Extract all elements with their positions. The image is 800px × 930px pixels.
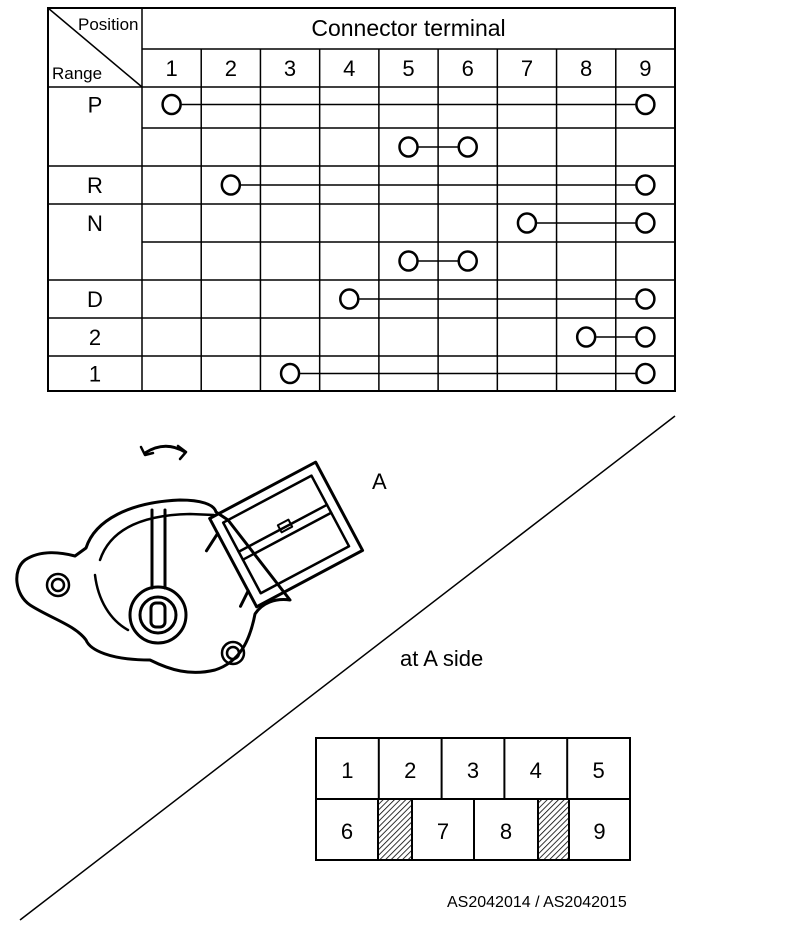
- switch-drawing: [15, 444, 365, 674]
- face-terminal-label: 2: [404, 758, 416, 783]
- connector-face: 1 2 3 4 5 6 7 8 9: [315, 737, 631, 861]
- continuity-mark: [220, 174, 242, 196]
- rotate-arrow-icon: [139, 444, 188, 461]
- face-terminal-label: 3: [467, 758, 479, 783]
- switch-body: [15, 498, 292, 674]
- continuity-mark: [635, 174, 656, 196]
- figure-id: AS2042014 / AS2042015: [447, 894, 627, 911]
- range-label: 2: [89, 325, 101, 350]
- range-label: R: [87, 173, 103, 198]
- terminal-number: 4: [343, 56, 355, 81]
- continuity-mark: [635, 93, 656, 116]
- face-terminal-label: 7: [437, 819, 449, 844]
- side-label: at A side: [400, 646, 483, 671]
- range-label: N: [87, 211, 103, 236]
- face-terminal-label: 8: [500, 819, 512, 844]
- terminal-number: 1: [165, 56, 177, 81]
- header-position: Position: [78, 15, 138, 34]
- view-label-a: A: [372, 469, 387, 494]
- continuity-mark: [575, 326, 597, 348]
- header-range: Range: [52, 64, 102, 83]
- terminal-number: 2: [225, 56, 237, 81]
- terminal-number: 9: [639, 56, 651, 81]
- face-terminal-label: 1: [341, 758, 353, 783]
- continuity-mark: [398, 250, 419, 272]
- terminal-number: 7: [521, 56, 533, 81]
- blank-cavity: [537, 798, 570, 861]
- continuity-mark: [457, 136, 478, 158]
- terminal-number: 8: [580, 56, 592, 81]
- range-label: D: [87, 287, 103, 312]
- continuity-mark: [398, 136, 419, 158]
- face-terminal-label: 5: [592, 758, 604, 783]
- connector-housing: [204, 460, 365, 609]
- range-label: P: [88, 93, 103, 118]
- range-label: 1: [89, 362, 101, 387]
- face-terminal-label: 9: [593, 819, 605, 844]
- continuity-mark: [635, 326, 656, 348]
- continuity-mark: [279, 362, 301, 385]
- header-connector-terminal: Connector terminal: [311, 15, 505, 41]
- face-terminal-label: 6: [341, 819, 353, 844]
- divider-line: [19, 415, 676, 921]
- table-border: [47, 7, 676, 392]
- terminal-number: 3: [284, 56, 296, 81]
- face-terminal-label: 4: [530, 758, 542, 783]
- continuity-mark: [339, 288, 360, 310]
- continuity-mark: [635, 212, 656, 234]
- continuity-mark: [516, 212, 538, 234]
- continuity-mark: [635, 362, 656, 385]
- continuity-mark: [457, 250, 478, 272]
- terminal-number: 6: [462, 56, 474, 81]
- continuity-mark: [635, 288, 656, 310]
- terminal-number: 5: [402, 56, 414, 81]
- blank-cavity: [377, 798, 413, 861]
- continuity-mark: [161, 93, 182, 116]
